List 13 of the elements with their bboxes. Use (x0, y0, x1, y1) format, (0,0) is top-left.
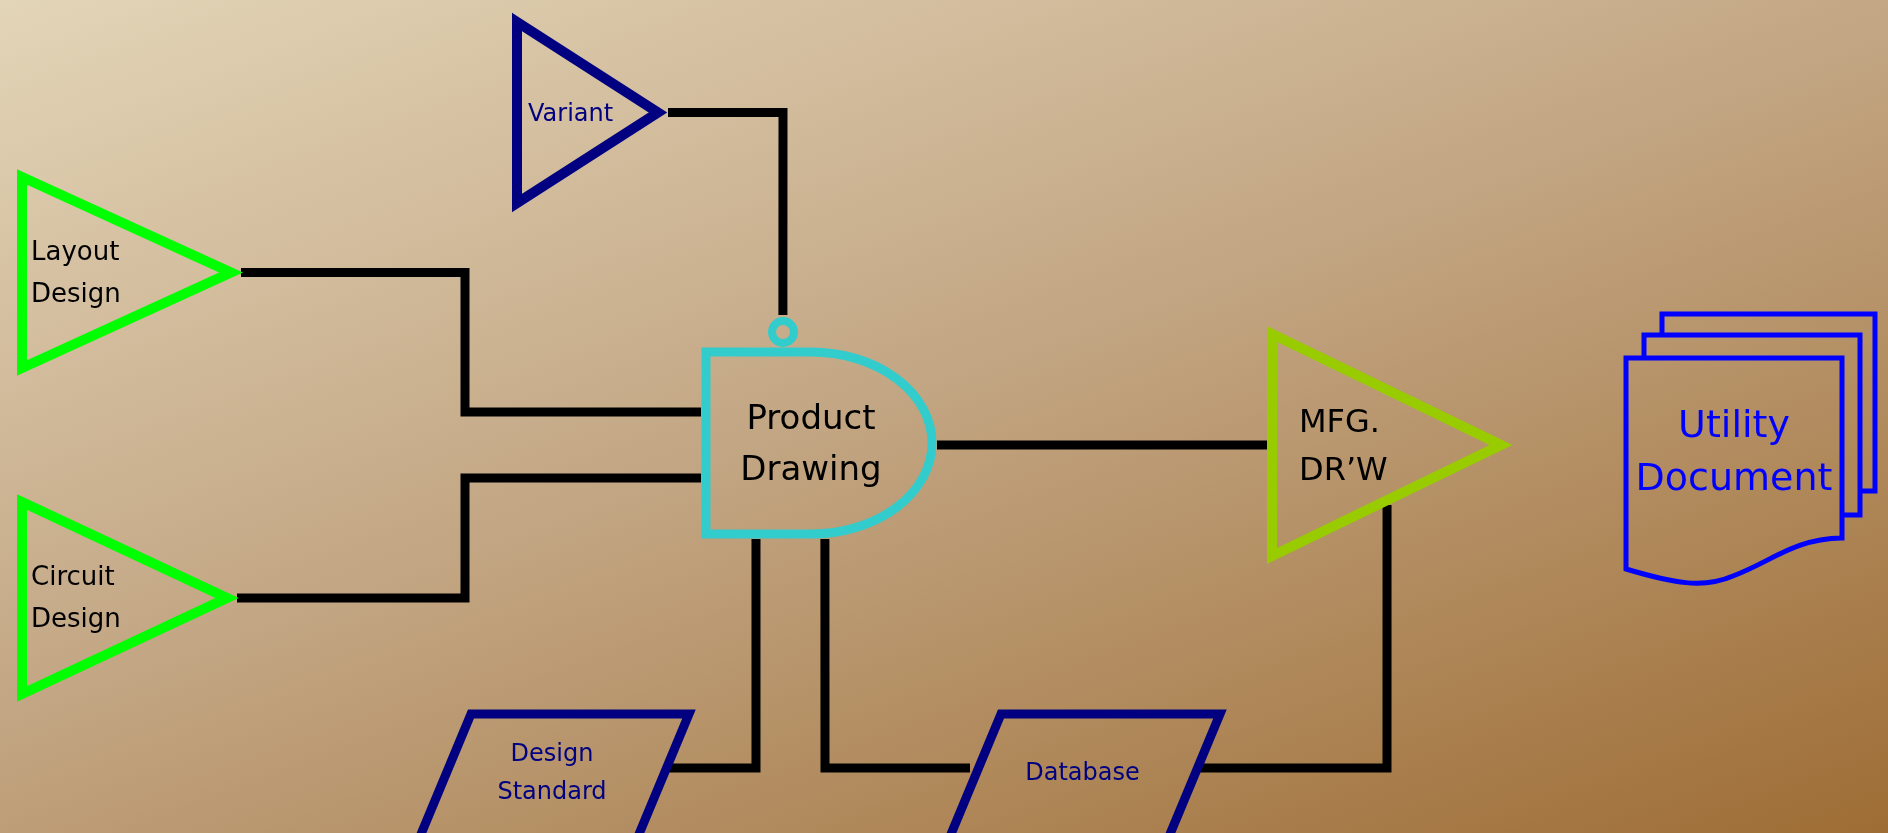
node-label: Circuit Design (31, 560, 122, 635)
node-label: Layout Design (31, 234, 122, 310)
node-label: Product Drawing (739, 396, 883, 490)
node-label: Database (1025, 756, 1140, 788)
node-label: MFG. DR’W (1299, 401, 1389, 490)
node-label: Variant (528, 97, 614, 128)
connector-line (937, 440, 1267, 450)
connector-line (237, 473, 701, 603)
connector-line (668, 108, 788, 315)
node-label: Design Standard (496, 737, 608, 807)
node-label: Utility Document (1634, 400, 1834, 501)
connector-line (820, 539, 970, 773)
connector-line (241, 268, 701, 417)
